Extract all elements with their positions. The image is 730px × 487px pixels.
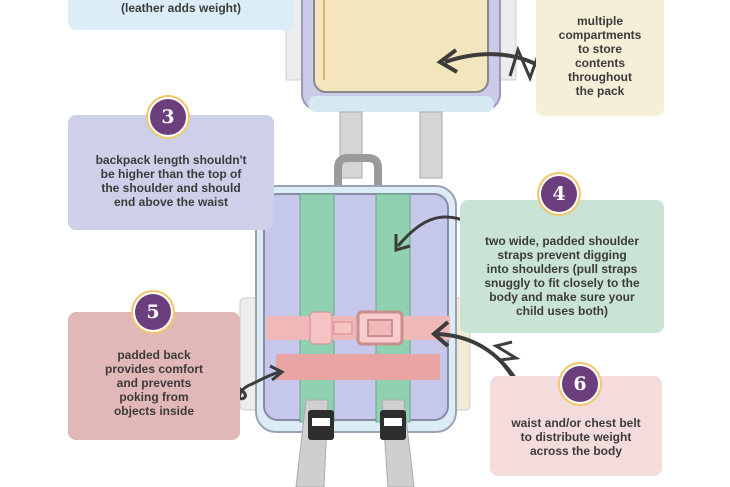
main-backpack xyxy=(239,154,471,487)
badge-5: 5 xyxy=(135,294,171,330)
badge-6: 6 xyxy=(562,366,598,402)
callout-compartments: multiple compartments to store contents … xyxy=(536,0,664,116)
top-backpack xyxy=(285,0,517,179)
badge-4: 4 xyxy=(541,176,577,212)
callout-weight-text: (leather adds weight) xyxy=(120,1,242,15)
callout-4: two wide, padded shoulder straps prevent… xyxy=(460,200,664,333)
badge-3: 3 xyxy=(150,99,186,135)
callout-3-text: backpack length shouldn't be higher than… xyxy=(95,152,247,209)
callout-4-text: two wide, padded shoulder straps prevent… xyxy=(484,233,640,318)
callout-5-text: padded back provides comfort and prevent… xyxy=(104,348,203,418)
callout-compartments-text: multiple compartments to store contents … xyxy=(558,14,642,98)
callout-6-text: waist and/or chest belt to distribute we… xyxy=(511,416,641,458)
callout-weight: (leather adds weight) xyxy=(68,0,294,30)
callout-5: padded back provides comfort and prevent… xyxy=(68,312,240,440)
